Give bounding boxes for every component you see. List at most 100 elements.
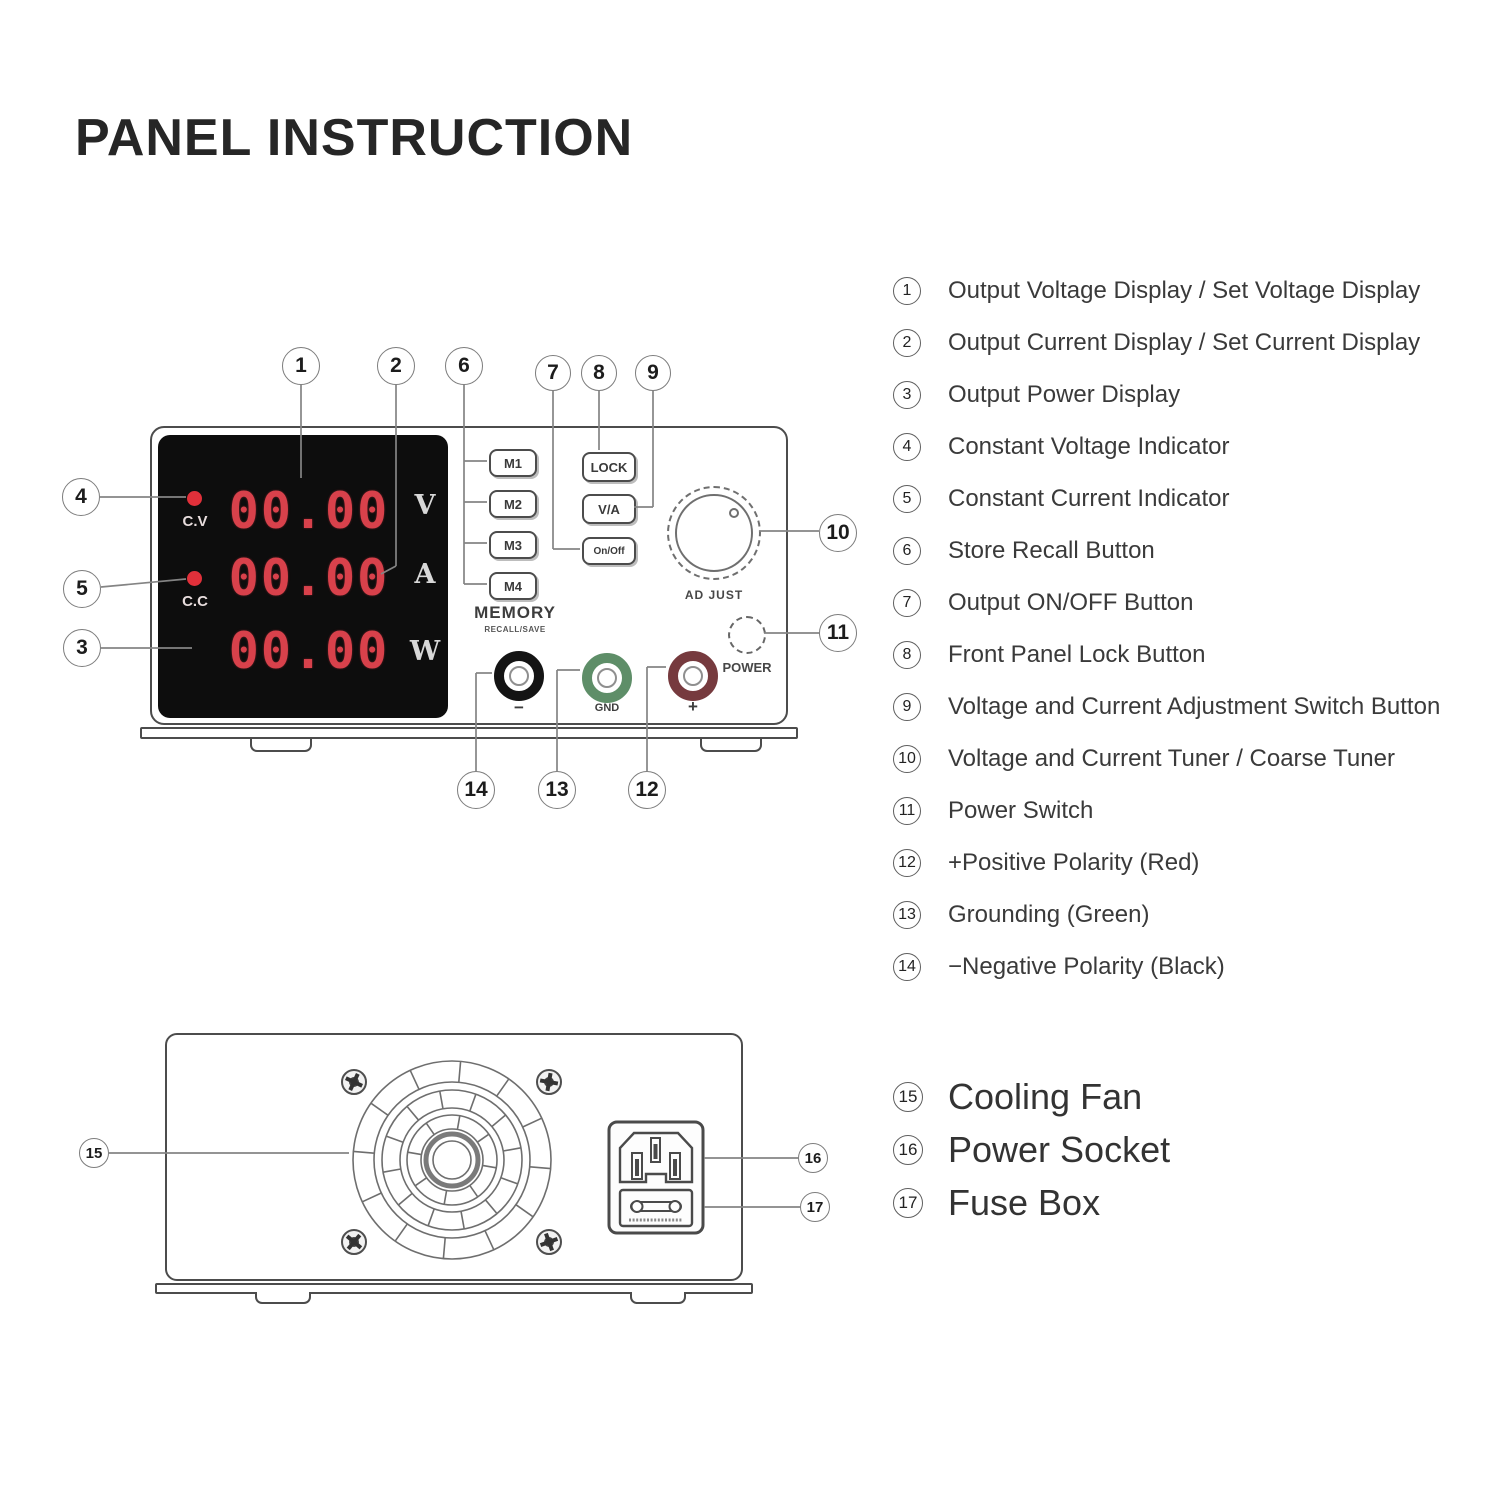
legend-text: +Positive Polarity (Red) (948, 849, 1200, 876)
callout-2: 2 (377, 347, 415, 385)
m2-button: M2 (489, 490, 537, 518)
legend-number-circle: 1 (893, 277, 921, 305)
lock-button: LOCK (582, 452, 636, 482)
front-panel: C.V 00.00 V C.C 00.00 A 00.00 W M1 M2 M3… (150, 426, 788, 725)
back-foot-right (630, 1292, 686, 1304)
ground-terminal-label: GND (594, 702, 620, 714)
display-screen: C.V 00.00 V C.C 00.00 A 00.00 W (158, 435, 448, 718)
legend-text: Constant Current Indicator (948, 485, 1230, 512)
callout-7: 7 (535, 355, 571, 391)
iec-inlet (618, 1131, 694, 1184)
callout-1: 1 (282, 347, 320, 385)
legend-number-circle: 4 (893, 433, 921, 461)
m3-button: M3 (489, 531, 537, 559)
callout-9: 9 (635, 355, 671, 391)
front-foot-left (250, 739, 312, 752)
legend-number-circle: 8 (893, 641, 921, 669)
callout-4: 4 (62, 478, 100, 516)
callout-3: 3 (63, 629, 101, 667)
back-foot-left (255, 1292, 311, 1304)
power-switch-label: POWER (722, 660, 772, 675)
legend-item-4: 4 Constant Voltage Indicator (893, 421, 1440, 473)
legend-item-5: 5 Constant Current Indicator (893, 473, 1440, 525)
power-switch (728, 616, 766, 654)
back-panel-base (155, 1283, 753, 1294)
positive-terminal (668, 651, 718, 701)
legend-text: Output ON/OFF Button (948, 589, 1194, 616)
cv-indicator-label: C.V (182, 513, 208, 530)
va-switch-button: V/A (582, 494, 636, 524)
ground-terminal (582, 653, 632, 703)
legend-text: Store Recall Button (948, 537, 1155, 564)
cv-indicator-led (187, 491, 202, 506)
callout-15: 15 (79, 1138, 109, 1168)
memory-label: MEMORY (474, 603, 556, 622)
power-socket (607, 1120, 705, 1235)
page-title: PANEL INSTRUCTION (75, 109, 634, 167)
legend-item-12: 12 +Positive Polarity (Red) (893, 837, 1440, 889)
screw-bottom-left (341, 1229, 367, 1255)
fuse-box (618, 1188, 694, 1228)
m4-button: M4 (489, 572, 537, 600)
cc-indicator-label: C.C (182, 593, 208, 610)
front-foot-right (700, 739, 762, 752)
callout-14: 14 (457, 771, 495, 809)
terminal-socket (597, 668, 617, 688)
knob-indicator-dot (729, 508, 739, 518)
legend-text: −Negative Polarity (Black) (948, 953, 1225, 980)
legend-number-circle: 7 (893, 589, 921, 617)
legend-text: Constant Voltage Indicator (948, 433, 1230, 460)
legend-number-circle: 9 (893, 693, 921, 721)
output-onoff-button: On/Off (582, 537, 636, 565)
screw-bottom-right (536, 1229, 562, 1255)
callout-12: 12 (628, 771, 666, 809)
callout-6: 6 (445, 347, 483, 385)
callout-10: 10 (819, 514, 857, 552)
legend-text: Output Power Display (948, 381, 1181, 408)
back-panel (165, 1033, 743, 1281)
legend-number-circle: 12 (893, 849, 921, 877)
legend-text: Cooling Fan (948, 1075, 1143, 1117)
callout-16: 16 (798, 1143, 828, 1173)
callout-17: 17 (800, 1192, 830, 1222)
current-display-value: 00.00 (228, 549, 390, 607)
fan-grille-segments (353, 1061, 551, 1259)
legend-number-circle: 13 (893, 901, 921, 929)
adjust-knob-face (675, 494, 753, 572)
legend-text: Power Socket (948, 1128, 1171, 1170)
legend-number-circle: 5 (893, 485, 921, 513)
screw-top-left (341, 1069, 367, 1095)
adjust-label: AD JUST (684, 588, 744, 602)
legend-text: Output Current Display / Set Current Dis… (948, 329, 1421, 356)
terminal-socket (683, 666, 703, 686)
callout-5: 5 (63, 570, 101, 608)
power-unit-label: W (409, 636, 441, 667)
legend-text: Voltage and Current Adjustment Switch Bu… (948, 693, 1441, 720)
legend-number-circle: 11 (893, 797, 921, 825)
voltage-unit-label: V (414, 490, 436, 521)
legend-number-circle: 15 (893, 1081, 923, 1112)
callout-11: 11 (819, 614, 857, 652)
callout-8: 8 (581, 355, 617, 391)
legend-item-14: 14 −Negative Polarity (Black) (893, 941, 1440, 993)
legend-number-circle: 14 (893, 953, 921, 981)
callout-13: 13 (538, 771, 576, 809)
voltage-display-value: 00.00 (228, 482, 390, 540)
cc-indicator-led (187, 571, 202, 586)
current-unit-label: A (414, 559, 436, 590)
power-display-value: 00.00 (228, 622, 390, 680)
legend-item-9: 9 Voltage and Current Adjustment Switch B… (893, 681, 1440, 733)
legend-text: Voltage and Current Tuner / Coarse Tuner (948, 745, 1395, 772)
m1-button: M1 (489, 449, 537, 477)
legend-number-circle: 2 (893, 329, 921, 357)
